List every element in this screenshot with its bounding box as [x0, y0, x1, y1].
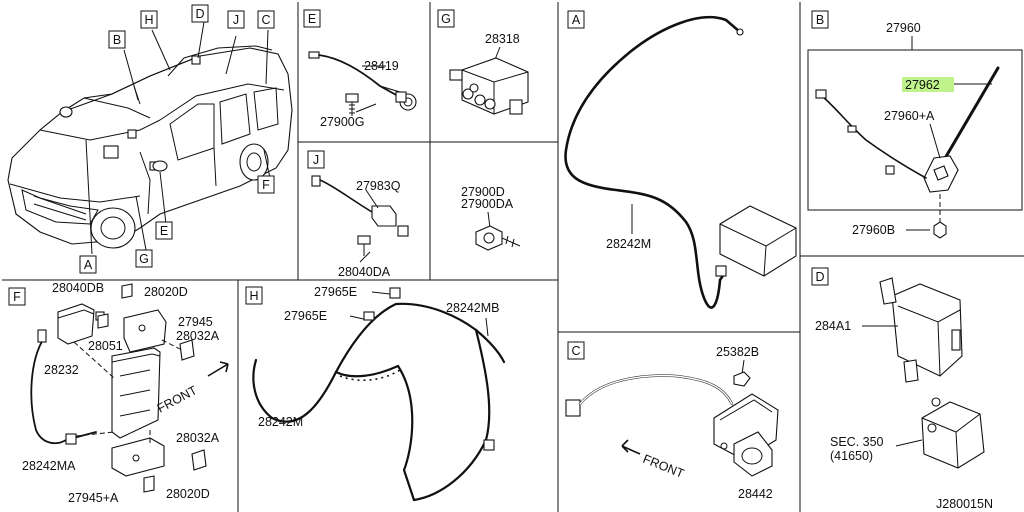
part-number-highlighted: 27962 — [905, 78, 940, 92]
part-number: 28318 — [485, 32, 520, 46]
panel-letter: G — [441, 12, 451, 26]
bracket-27945 — [123, 309, 167, 353]
panel-letter: H — [249, 289, 258, 303]
front-indicator: FRONT — [641, 452, 686, 481]
callout-letter: B — [113, 33, 121, 47]
panel-f: F 28040DB 28020D 27945 28032A 28051 2823… — [8, 281, 229, 505]
overview-leader-lines — [85, 21, 271, 255]
part-number: 28242M — [606, 237, 651, 251]
part-number: 27965E — [314, 285, 357, 299]
part-number: 27900D — [461, 185, 505, 199]
part-number: 27945 — [178, 315, 213, 329]
part-number: 28242MB — [446, 301, 500, 315]
callout-letter: F — [262, 178, 270, 192]
panel-d: D 284A1 SEC. 350 (41650) — [811, 267, 985, 469]
panel-letter: D — [815, 270, 824, 284]
highlight-marker — [902, 77, 954, 92]
vehicle-illustration — [7, 45, 293, 249]
harness-28242M-roof — [252, 302, 506, 502]
callout-letter: E — [160, 224, 168, 238]
antenna-27960 — [815, 66, 1000, 193]
callout-letter: C — [261, 13, 270, 27]
part-number: 28032A — [176, 329, 220, 343]
panel-letter: B — [816, 13, 824, 27]
relay-module-28318 — [449, 57, 529, 115]
bracket-27945A — [111, 437, 165, 477]
part-number: 28442 — [738, 487, 773, 501]
callout-letter: D — [195, 7, 204, 21]
callout-letter: H — [144, 13, 153, 27]
camera-cable — [565, 374, 734, 417]
panel-c: C 25382B 28442 FRONT — [565, 341, 779, 501]
harness-28242M — [564, 15, 744, 309]
part-number: 27983Q — [356, 179, 401, 193]
part-number: 27960+A — [884, 109, 935, 123]
connector-cable-28419 — [308, 51, 417, 111]
diagram-code: J280015N — [936, 497, 993, 511]
module-box — [715, 205, 797, 277]
part-number: 27965E — [284, 309, 327, 323]
part-number: 28020D — [144, 285, 188, 299]
panel-letter: A — [572, 13, 581, 27]
part-number: 27960 — [886, 21, 921, 35]
part-number: 27900G — [320, 115, 364, 129]
panel-letter: F — [13, 290, 21, 304]
part-number: 28242MA — [22, 459, 76, 473]
part-number: 28020D — [166, 487, 210, 501]
camera-28442 — [713, 393, 779, 477]
panel-j: J 27983Q 28040DA — [307, 150, 409, 279]
panel-e: E 28419 27900G — [303, 9, 417, 129]
part-number: 25382B — [716, 345, 759, 359]
section-reference: SEC. 350 — [830, 435, 884, 449]
part-number: 28051 — [88, 339, 123, 353]
callout-letter: A — [84, 258, 93, 272]
part-number: 28232 — [44, 363, 79, 377]
module-28232 — [57, 303, 105, 345]
panel-letter: J — [313, 153, 319, 167]
control-unit-284A1 — [879, 277, 963, 383]
vehicle-overview: H D J C B F E G A — [7, 4, 293, 274]
bolt-27900D — [475, 225, 521, 251]
module-28051 — [111, 347, 161, 439]
bolt-28040DA — [357, 235, 371, 256]
part-number: 28242M — [258, 415, 303, 429]
part-number: 27960B — [852, 223, 895, 237]
panel-letter: E — [308, 12, 316, 26]
panel-a: A 28242M — [564, 10, 797, 309]
bolt-27900G — [345, 93, 359, 116]
panel-h: H 27965E 28242MB 27965E 28242M — [245, 285, 506, 502]
section-code: (41650) — [830, 449, 873, 463]
part-number: 28040DA — [338, 265, 391, 279]
panel-g: G 28318 — [437, 9, 529, 115]
callout-letter: G — [139, 252, 149, 266]
front-indicator: FRONT — [155, 383, 200, 416]
module-sec-350 — [921, 397, 985, 469]
overview-callouts: H D J C B F E G A — [79, 4, 275, 274]
part-number: 284A1 — [815, 319, 851, 333]
part-number: 27945+A — [68, 491, 119, 505]
part-number: 28032A — [176, 431, 220, 445]
part-number: 28040DB — [52, 281, 104, 295]
panel-bolts: 27900D 27900DA — [461, 185, 521, 251]
part-number: 27900DA — [461, 197, 514, 211]
part-number: 28419 — [364, 59, 399, 73]
panel-letter: C — [571, 344, 580, 358]
panel-b: B 27960 27962 27960+A 27960B — [811, 10, 1000, 239]
sensor-harness-27983Q — [311, 175, 409, 237]
callout-letter: J — [233, 13, 239, 27]
